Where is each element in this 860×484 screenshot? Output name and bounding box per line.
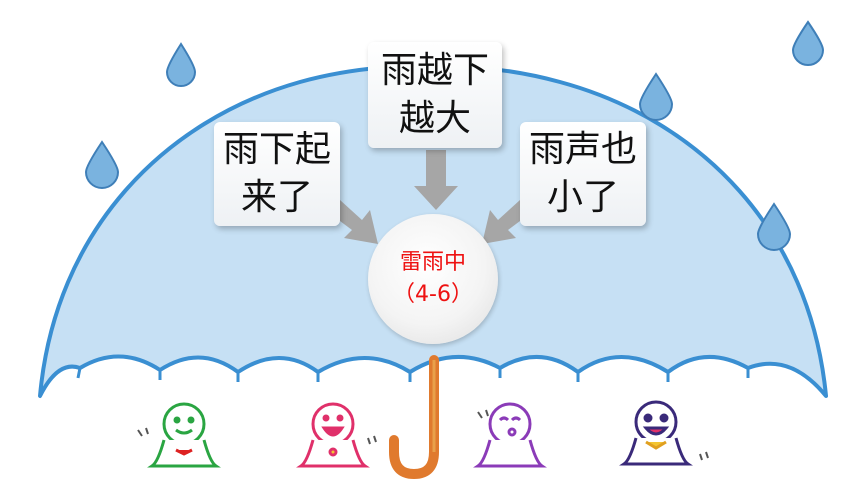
- center-circle: 雷雨中 （4-6）: [368, 214, 498, 344]
- text-box-right: 雨声也 小了: [520, 122, 646, 226]
- umbrella-ribs: [76, 367, 750, 382]
- figure-green: [137, 402, 221, 468]
- raindrop-icon: [756, 202, 792, 251]
- arrow-left: [328, 200, 378, 244]
- raindrop-icon: [791, 20, 825, 66]
- arrows: [328, 150, 532, 244]
- center-subtitle: （4-6）: [393, 282, 473, 307]
- raindrop-icon: [84, 140, 120, 189]
- text-box-top: 雨越下 越大: [368, 42, 502, 148]
- arrow-top: [414, 150, 458, 210]
- raindrop-icon: [165, 42, 197, 87]
- arrow-right: [482, 200, 532, 244]
- raindrop-icon: [638, 72, 674, 121]
- figure-dark-purple: [619, 400, 709, 466]
- center-title: 雷雨中: [399, 250, 466, 275]
- figure-red: [296, 402, 377, 468]
- figure-purple: [473, 402, 547, 468]
- raindrop-icons: [84, 20, 825, 251]
- text-box-left: 雨下起 来了: [214, 122, 340, 226]
- umbrella-handle: [389, 355, 439, 480]
